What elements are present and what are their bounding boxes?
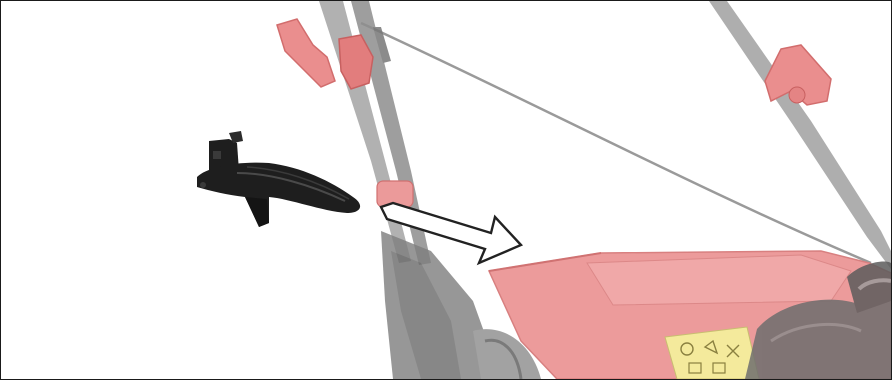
right-handle-clip xyxy=(765,45,831,105)
grass-bag-clip-icon xyxy=(197,131,360,227)
right-handle-bar xyxy=(709,1,891,269)
warning-label-icon xyxy=(665,327,759,379)
